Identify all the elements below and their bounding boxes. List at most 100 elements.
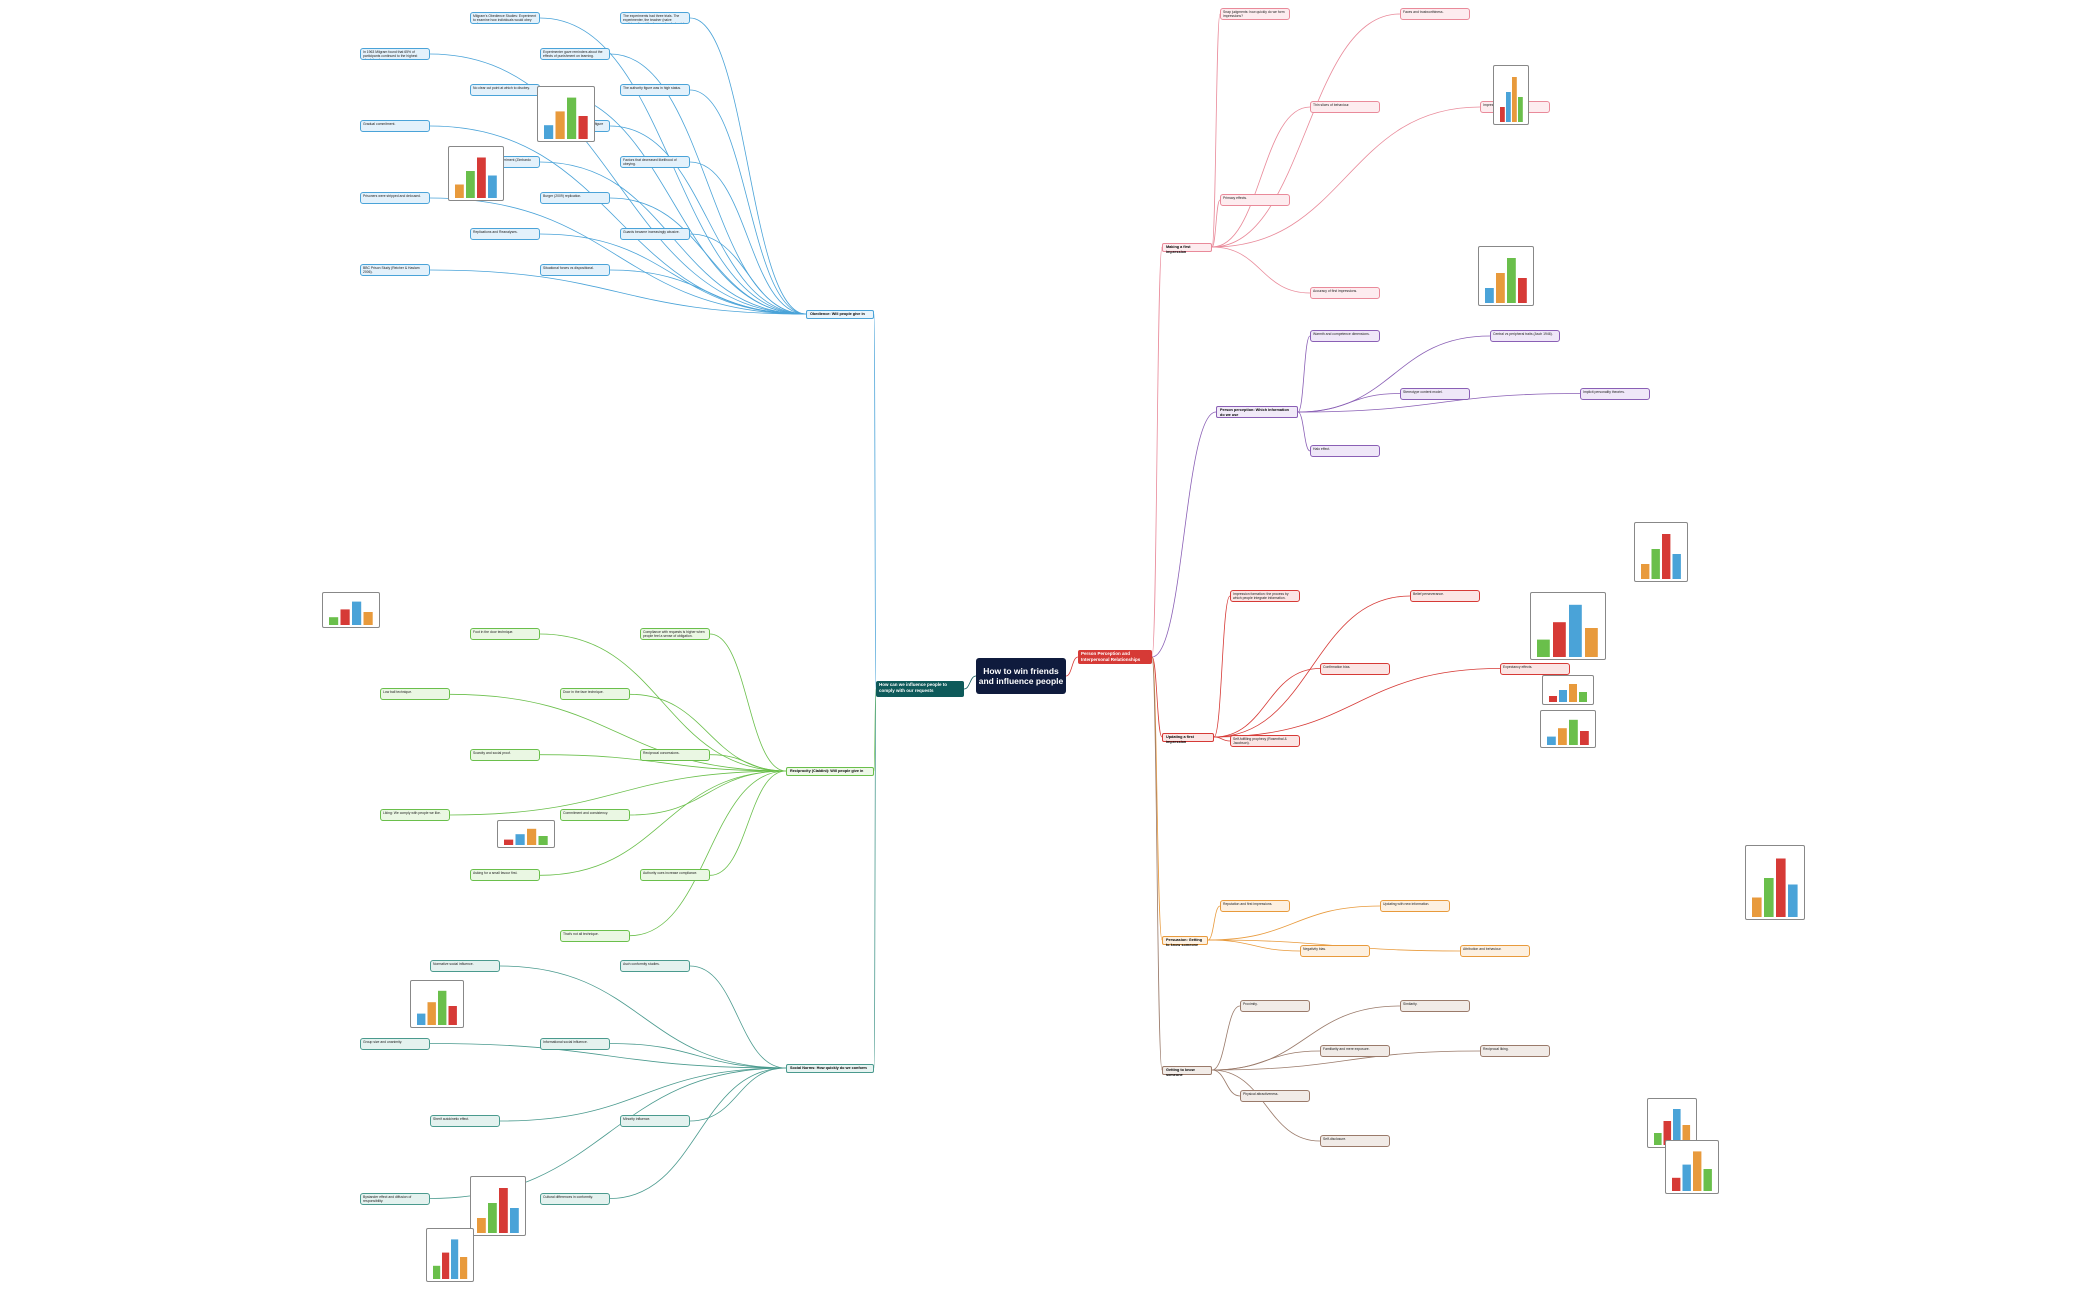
thumbnail-chart-image [537, 86, 595, 142]
orange-node[interactable]: Reputation and first impressions. [1220, 900, 1290, 912]
blue-node[interactable]: Burger (2009) replication. [540, 192, 610, 204]
thumbnail-bar [1672, 554, 1681, 579]
right-main-branch[interactable]: Person Perception and Interpersonal Rela… [1078, 650, 1152, 664]
green-node[interactable]: Reciprocal concessions. [640, 748, 710, 761]
section-attraction[interactable]: Getting to know someone [1162, 1066, 1212, 1077]
connector-line [873, 313, 877, 690]
blue-node[interactable]: Situational forces vs dispositional. [540, 264, 610, 276]
green-node[interactable]: Liking: We comply with people we like. [380, 809, 450, 821]
thumbnail-bar [1500, 107, 1505, 122]
green-node[interactable]: Compliance with requests is higher when … [640, 628, 710, 640]
teal-node[interactable]: Informational social influence. [540, 1037, 610, 1050]
connector-line [689, 965, 787, 1069]
red-node[interactable]: Confirmation bias. [1320, 662, 1390, 675]
green-node[interactable]: Foot in the door technique. [470, 628, 540, 640]
thumbnail-chart-image [322, 592, 380, 628]
red-node[interactable]: Impression formation: the process by whi… [1230, 590, 1300, 602]
purple-node[interactable]: Central vs peripheral traits (Asch 1946)… [1490, 330, 1560, 342]
left-main-branch[interactable]: How can we influence people to comply wi… [876, 681, 964, 697]
section-updating[interactable]: Updating a first impression [1162, 733, 1214, 744]
blue-node[interactable]: Replications and Reanalyses. [470, 228, 540, 240]
purple-node[interactable]: Stereotype content model. [1400, 387, 1470, 400]
purple-node[interactable]: Warmth and competence dimensions. [1310, 330, 1380, 342]
teal-node[interactable]: Cultural differences in conformity. [540, 1192, 610, 1205]
blue-node[interactable]: In 1963 Milgram found that 65% of partic… [360, 48, 430, 60]
green-node[interactable]: Authority cues increase compliance. [640, 869, 710, 882]
blue-node[interactable]: No clear cut point at which to disobey. [470, 84, 540, 96]
pink-node[interactable]: Accuracy of first impressions. [1310, 287, 1380, 299]
orange-node[interactable]: Negativity bias. [1300, 945, 1370, 957]
connector-line [1151, 656, 1163, 1071]
connector-line [1297, 411, 1311, 452]
blue-node[interactable]: Experimenter gave reminders about the ef… [540, 48, 610, 60]
thumbnail-bar [1682, 1125, 1691, 1145]
thumbnail-bar [329, 617, 339, 625]
blue-node[interactable]: The experiments had three trials. The ex… [620, 12, 690, 24]
blue-node[interactable]: Factors that decreased likelihood of obe… [620, 156, 690, 168]
blue-node[interactable]: Milgram's Obedience Studies: Experiment … [470, 12, 540, 24]
central-topic[interactable]: How to win friends and influence people [976, 658, 1066, 694]
section-obedience[interactable]: Obedience: Will people give in [806, 310, 874, 319]
section-social[interactable]: Social Norms: How quickly do we conform [786, 1064, 874, 1073]
green-node[interactable]: Door in the face technique. [560, 688, 630, 701]
teal-node[interactable]: Normative social influence. [430, 960, 500, 972]
connector-line [449, 693, 787, 772]
teal-node[interactable]: Asch conformity studies. [620, 960, 690, 972]
connector-line [429, 1043, 787, 1069]
thumbnail-bar [1580, 731, 1589, 745]
pink-node[interactable]: Faces and trustworthiness. [1400, 8, 1470, 20]
section-person-perception[interactable]: Person perception: Which information do … [1216, 406, 1298, 418]
purple-node[interactable]: Implicit personality theories. [1580, 387, 1650, 400]
thumbnail-chart-image [1493, 65, 1529, 125]
thumbnail-bar [1518, 278, 1527, 303]
brown-node[interactable]: Self-disclosure. [1320, 1135, 1390, 1147]
thumbnail-chart-image [426, 1228, 474, 1282]
thumbnail-bar [1651, 549, 1660, 579]
thumbnail-bar [1662, 534, 1671, 579]
thumbnail-bar [448, 1006, 457, 1025]
green-node[interactable]: Scarcity and social proof. [470, 748, 540, 761]
brown-node[interactable]: Proximity. [1240, 1000, 1310, 1012]
connector-line [1151, 411, 1217, 658]
red-node[interactable]: Self-fulfilling prophecy (Rosenthal & Ja… [1230, 735, 1300, 747]
teal-node[interactable]: Group size and unanimity. [360, 1037, 430, 1050]
connector-line [1211, 1069, 1321, 1142]
green-node[interactable]: That's not all technique. [560, 929, 630, 942]
connector-line [1213, 736, 1231, 742]
green-node[interactable]: Commitment and consistency. [560, 809, 630, 821]
brown-node[interactable]: Physical attractiveness. [1240, 1090, 1310, 1102]
blue-node[interactable]: The authority figure was in high status. [620, 84, 690, 96]
orange-node[interactable]: Updating with new information. [1380, 900, 1450, 912]
thumbnail-bar [499, 1188, 508, 1233]
connector-line [689, 161, 807, 315]
section-first-impression[interactable]: Making a first impression [1162, 243, 1212, 254]
teal-node[interactable]: Bystander effect and diffusion of respon… [360, 1192, 430, 1205]
brown-node[interactable]: Familiarity and mere exposure. [1320, 1045, 1390, 1057]
thumbnail-chart-image [497, 820, 555, 848]
thumbnail-chart-image [1540, 710, 1596, 748]
connector-line [1297, 335, 1491, 413]
pink-node[interactable]: Thin slices of behaviour. [1310, 101, 1380, 113]
pink-node[interactable]: Snap judgments: how quickly do we form i… [1220, 8, 1290, 20]
section-reciprocity[interactable]: Reciprocity (Cialdini): Will people give… [786, 767, 874, 776]
brown-node[interactable]: Reciprocal liking. [1480, 1045, 1550, 1057]
purple-node[interactable]: Halo effect. [1310, 445, 1380, 457]
connector-line [1211, 246, 1311, 294]
brown-node[interactable]: Similarity. [1400, 1000, 1470, 1012]
blue-node[interactable]: Guards became increasingly abusive. [620, 228, 690, 240]
green-node[interactable]: Low ball technique. [380, 688, 450, 701]
teal-node[interactable]: Sherif autokinetic effect. [430, 1115, 500, 1127]
thumbnail-bar [363, 612, 373, 625]
pink-node[interactable]: Primacy effects. [1220, 194, 1290, 206]
blue-node[interactable]: Gradual commitment. [360, 120, 430, 132]
connector-line [1211, 1005, 1401, 1071]
section-persuasion[interactable]: Persuasion: Getting to know someone [1162, 936, 1208, 947]
orange-node[interactable]: Attribution and behaviour. [1460, 945, 1530, 957]
green-node[interactable]: Asking for a small favour first. [470, 869, 540, 882]
thumbnail-bar [1569, 719, 1578, 745]
teal-node[interactable]: Minority influence. [620, 1115, 690, 1127]
blue-node[interactable]: Prisoners were stripped and deloused. [360, 192, 430, 204]
red-node[interactable]: Belief perseverance. [1410, 590, 1480, 602]
blue-node[interactable]: BBC Prison Study (Reicher & Haslam 2006)… [360, 264, 430, 276]
red-node[interactable]: Expectancy effects. [1500, 662, 1570, 675]
